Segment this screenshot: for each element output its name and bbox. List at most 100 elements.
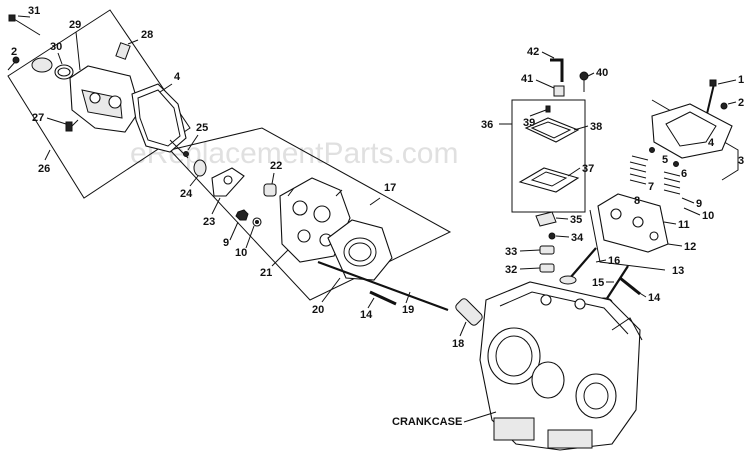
tube-42 bbox=[550, 58, 564, 82]
callout-label-38: 38 bbox=[590, 121, 602, 133]
head-gasket-20 bbox=[327, 219, 393, 281]
callout-label-8: 8 bbox=[634, 195, 640, 207]
callout-10-left: 10 bbox=[235, 225, 255, 259]
callout-label-13: 13 bbox=[672, 265, 684, 277]
callout-label-41: 41 bbox=[521, 73, 533, 85]
callout-17: 17 bbox=[384, 182, 396, 194]
callout-label-30: 30 bbox=[50, 41, 62, 53]
callout-label-1: 1 bbox=[738, 74, 744, 86]
callout-label-12: 12 bbox=[684, 241, 696, 253]
callout-5: 5 bbox=[662, 154, 668, 166]
group-box-17 bbox=[169, 127, 452, 301]
bolt-31 bbox=[8, 14, 41, 36]
callout-label-36: 36 bbox=[481, 119, 493, 131]
callout-label-35: 35 bbox=[570, 214, 582, 226]
callout-label-34: 34 bbox=[571, 232, 584, 244]
callout-label-4-right: 4 bbox=[708, 137, 715, 149]
callout-37: 37 bbox=[567, 163, 594, 177]
callout-label-6: 6 bbox=[681, 168, 687, 180]
callout-38: 38 bbox=[573, 121, 602, 133]
callout-31: 31 bbox=[17, 5, 40, 18]
callout-label-27: 27 bbox=[32, 112, 44, 124]
callout-6: 6 bbox=[681, 168, 687, 180]
leader-17 bbox=[369, 197, 381, 206]
group-box-13 bbox=[589, 209, 666, 271]
callout-label-23: 23 bbox=[203, 216, 215, 228]
callout-9-left: 9 bbox=[223, 221, 239, 249]
callout-1: 1 bbox=[717, 74, 744, 86]
pivot-24 bbox=[193, 159, 207, 177]
rocker-cover-4 bbox=[651, 103, 733, 159]
leader-26 bbox=[44, 149, 51, 161]
rocker-bracket-12 bbox=[597, 193, 669, 253]
callout-27: 27 bbox=[32, 112, 67, 125]
callout-13: 13 bbox=[672, 265, 684, 277]
spring-7 bbox=[629, 155, 681, 195]
callout-label-10-left: 10 bbox=[235, 247, 247, 259]
callout-label-4-left: 4 bbox=[174, 71, 181, 83]
callout-label-28: 28 bbox=[141, 29, 153, 41]
callout-14-right: 14 bbox=[637, 291, 661, 304]
callout-25: 25 bbox=[187, 122, 208, 151]
screw-40 bbox=[579, 71, 589, 92]
group-box-36 bbox=[511, 99, 522, 213]
callout-label-20: 20 bbox=[312, 304, 324, 316]
callout-label-33: 33 bbox=[505, 246, 517, 258]
callout-label-16: 16 bbox=[608, 255, 620, 267]
gasket-4-cover bbox=[131, 83, 187, 153]
callout-2-right: 2 bbox=[727, 97, 744, 109]
callout-label-18: 18 bbox=[452, 338, 464, 350]
callout-label-9-right: 9 bbox=[696, 198, 702, 210]
callout-label-32: 32 bbox=[505, 264, 517, 276]
callout-30: 30 bbox=[50, 41, 63, 65]
breather-28 bbox=[115, 39, 139, 60]
stud-14-right bbox=[619, 276, 641, 296]
callout-label-19: 19 bbox=[402, 304, 414, 316]
callout-label-10-right: 10 bbox=[702, 210, 714, 222]
nut-9-left bbox=[235, 209, 249, 221]
callout-label-14-right: 14 bbox=[648, 292, 661, 304]
callout-label-37: 37 bbox=[582, 163, 594, 175]
leader-crankcase bbox=[463, 411, 497, 423]
callout-2-left: 2 bbox=[11, 46, 17, 58]
washer-10-left bbox=[252, 217, 262, 227]
clip-39 bbox=[545, 105, 551, 113]
callout-3: 3 bbox=[738, 155, 744, 167]
callout-10-right: 10 bbox=[683, 207, 714, 222]
callout-19: 19 bbox=[402, 291, 414, 316]
callout-label-25: 25 bbox=[196, 122, 208, 134]
tappet-18 bbox=[455, 298, 483, 326]
callout-label-40: 40 bbox=[596, 67, 608, 79]
callout-14-left: 14 bbox=[360, 297, 375, 321]
callout-15: 15 bbox=[592, 277, 614, 289]
callout-label-29: 29 bbox=[69, 19, 81, 31]
lever-33 bbox=[539, 245, 555, 255]
callout-label-39: 39 bbox=[523, 117, 535, 129]
callout-label-15: 15 bbox=[592, 277, 604, 289]
valve-cover-29 bbox=[69, 65, 141, 133]
callout-label-7: 7 bbox=[648, 181, 654, 193]
callout-26: 26 bbox=[38, 163, 50, 175]
callout-label-3: 3 bbox=[738, 155, 744, 167]
callout-label-17: 17 bbox=[384, 182, 396, 194]
callout-22: 22 bbox=[270, 160, 282, 185]
callout-20: 20 bbox=[312, 277, 341, 316]
callout-42: 42 bbox=[527, 46, 555, 59]
callout-24: 24 bbox=[180, 175, 199, 200]
nut-34 bbox=[548, 232, 556, 240]
callout-label-42: 42 bbox=[527, 46, 539, 58]
callout-7: 7 bbox=[648, 181, 654, 193]
callout-label-31: 31 bbox=[28, 5, 40, 17]
callout-label-2-right: 2 bbox=[738, 97, 744, 109]
callout-36: 36 bbox=[481, 119, 493, 131]
callout-label-11: 11 bbox=[678, 219, 690, 231]
callout-16: 16 bbox=[595, 255, 620, 267]
callout-9-right: 9 bbox=[681, 197, 702, 210]
block-35 bbox=[535, 211, 557, 227]
oil-cap-30 bbox=[31, 57, 74, 80]
stud-14-left bbox=[369, 290, 397, 306]
breather-plate-37 bbox=[518, 167, 580, 193]
callout-4-left: 4 bbox=[159, 71, 181, 93]
callout-label-2-left: 2 bbox=[11, 46, 17, 58]
